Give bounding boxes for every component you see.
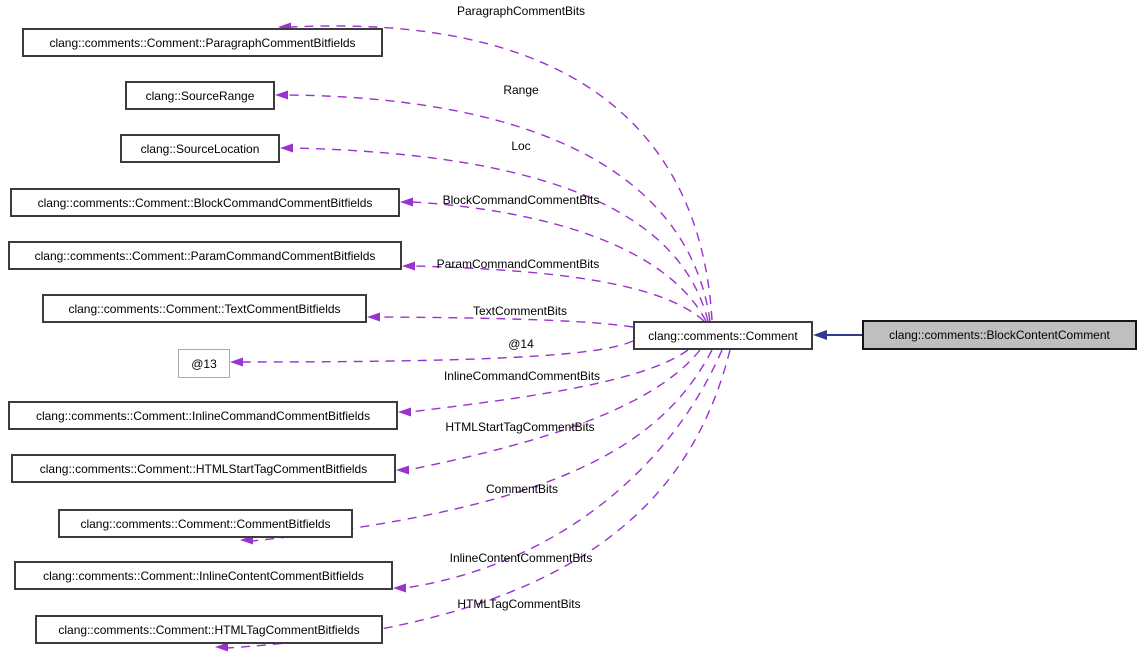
usage-edge-range-arrowhead (275, 90, 288, 100)
usage-edge-textcommentbits-path (379, 316, 634, 328)
class-node-html-start-tag-comment-bitfields[interactable]: clang::comments::Comment::HTMLStartTagCo… (11, 454, 396, 483)
usage-edge-inlinecontentcommentbits-path (404, 349, 723, 589)
class-node-block-content-comment: clang::comments::BlockContentComment (862, 320, 1137, 350)
usage-edge-htmlstarttagcommentbits-arrowhead (396, 465, 409, 475)
usage-edge-loc-arrowhead (280, 143, 293, 153)
edge-label-text-comment-bits: TextCommentBits (472, 304, 568, 318)
usage-edge-at14-arrowhead (230, 357, 243, 367)
edge-label-html-tag-comment-bits: HTMLTagCommentBits (457, 597, 581, 611)
edge-label-range: Range (503, 83, 539, 97)
usage-edge-htmlstarttagcommentbits-path (407, 349, 701, 471)
class-node-anonymous-13: @13 (178, 349, 230, 378)
class-node-comment[interactable]: clang::comments::Comment (633, 321, 813, 350)
usage-edge-blockcommandcommentbits-path (412, 201, 707, 322)
class-node-source-location[interactable]: clang::SourceLocation (120, 134, 280, 163)
edge-label-block-command-comment-bits: BlockCommandCommentBits (442, 193, 600, 207)
usage-edge-htmltagcommentbits-path (226, 349, 731, 649)
usage-edge-inlinecommandcommentbits-path (409, 349, 689, 413)
usage-edge-paramcommandcommentbits-arrowhead (402, 261, 415, 271)
usage-edge-inlinecontentcommentbits-arrowhead (393, 583, 406, 593)
usage-edge-range-path (287, 94, 711, 322)
usage-edge-textcommentbits-arrowhead (367, 312, 380, 322)
class-node-paragraph-comment-bitfields[interactable]: clang::comments::Comment::ParagraphComme… (22, 28, 383, 57)
usage-edge-paragraphcommentbits-path (290, 25, 713, 321)
usage-edge-commentbits-path (251, 349, 713, 542)
edge-label-inline-command-comment-bits: InlineCommandCommentBits (443, 369, 601, 383)
usage-edge-inlinecommandcommentbits-arrowhead (398, 407, 411, 417)
class-node-comment-bitfields[interactable]: clang::comments::Comment::CommentBitfiel… (58, 509, 353, 538)
edge-label-at14: @14 (508, 337, 534, 351)
class-node-inline-command-comment-bitfields[interactable]: clang::comments::Comment::InlineCommandC… (8, 401, 398, 430)
edge-label-comment-bits: CommentBits (485, 482, 559, 496)
class-node-source-range[interactable]: clang::SourceRange (125, 81, 275, 110)
usage-edge-loc-path (292, 147, 709, 322)
usage-edge-htmltagcommentbits-arrowhead (215, 642, 228, 652)
class-node-html-tag-comment-bitfields[interactable]: clang::comments::Comment::HTMLTagComment… (35, 615, 383, 644)
class-node-param-command-comment-bitfields[interactable]: clang::comments::Comment::ParamCommandCo… (8, 241, 402, 270)
usage-edge-paramcommandcommentbits-path (414, 265, 705, 322)
inheritance-edge-arrowhead (813, 330, 827, 340)
usage-edge-blockcommandcommentbits-arrowhead (400, 197, 413, 207)
class-node-inline-content-comment-bitfields[interactable]: clang::comments::Comment::InlineContentC… (14, 561, 393, 590)
usage-edge-at14-path (242, 340, 634, 363)
edge-label-html-start-tag-comment-bits: HTMLStartTagCommentBits (445, 420, 595, 434)
edge-label-loc: Loc (511, 139, 531, 153)
class-node-block-command-comment-bitfields[interactable]: clang::comments::Comment::BlockCommandCo… (10, 188, 400, 217)
edge-label-paragraph-comment-bits: ParagraphCommentBits (456, 4, 586, 18)
class-node-text-comment-bitfields[interactable]: clang::comments::Comment::TextCommentBit… (42, 294, 367, 323)
edge-label-inline-content-comment-bits: InlineContentCommentBits (449, 551, 593, 565)
edge-label-param-command-comment-bits: ParamCommandCommentBits (436, 257, 600, 271)
